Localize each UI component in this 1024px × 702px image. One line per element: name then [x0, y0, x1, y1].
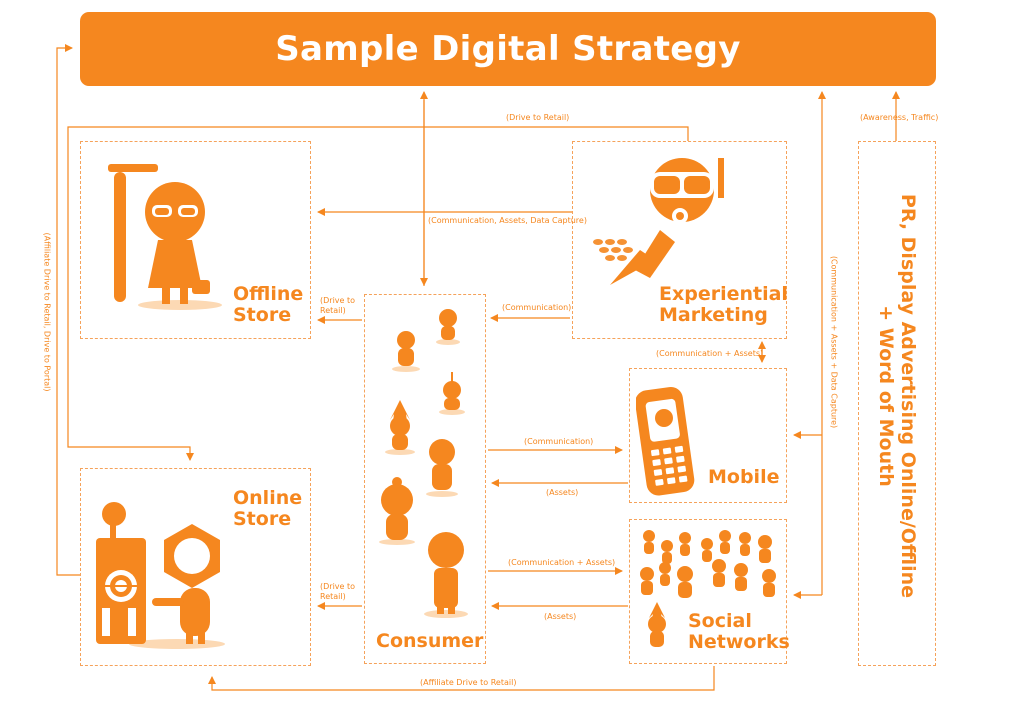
affiliate-left-line: [56, 44, 80, 576]
consumer-label: Consumer: [376, 630, 484, 652]
title-bar: Sample Digital Strategy: [80, 12, 936, 86]
consumer-crowd-icon: [379, 309, 468, 618]
drive-to-retail-top-line: [67, 126, 689, 461]
diver-icon: [593, 158, 724, 285]
online-store-box: [80, 468, 311, 666]
edge-label-affiliate-left: (Affiliate Drive to Retail, Drive to Por…: [42, 232, 52, 392]
mobile-phone-icon: [636, 386, 695, 496]
offline-store-figure-icon: [108, 164, 222, 310]
online-store-label: Online Store: [233, 487, 303, 530]
edge-label-awareness-traffic: (Awareness, Traffic): [860, 113, 939, 122]
edge-label-drive-to-retail-offline: (Drive to Retail): [320, 296, 356, 315]
edge-label-communication-exp: (Communication): [502, 303, 572, 312]
page-title: Sample Digital Strategy: [275, 29, 741, 69]
consumer-box: [364, 294, 486, 664]
experiential-marketing-label: Experiential Marketing: [659, 283, 788, 326]
edge-label-comm-assets-social: (Communication + Assets): [508, 558, 616, 567]
edge-label-affiliate-bottom: (Affiliate Drive to Retail): [420, 678, 517, 687]
pr-label: PR, Display Advertising Online/Offline +…: [875, 193, 919, 599]
edge-label-drive-to-retail-online: (Drive to Retail): [320, 582, 356, 601]
online-store-robot-icon: [96, 502, 225, 649]
edge-label-comm-assets-capture-right: (Communication + Assets + Data Capture): [829, 255, 839, 429]
edge-label-communication-mobile: (Communication): [524, 437, 594, 446]
affiliate-bottom-line: [208, 666, 715, 691]
experiential-marketing-box: [572, 141, 787, 339]
edge-label-assets-social: (Assets): [544, 612, 577, 621]
edge-label-assets-mobile: (Assets): [546, 488, 579, 497]
social-networks-label: Social Networks: [688, 610, 790, 653]
pr-box: [858, 141, 936, 666]
offline-store-label: Offline Store: [233, 283, 304, 326]
social-network-crowd-icon: [640, 530, 776, 647]
mobile-label: Mobile: [708, 466, 780, 488]
edge-label-comm-assets-exp-mobile: (Communication + Assets): [656, 349, 764, 358]
edge-label-drive-to-retail-top: (Drive to Retail): [506, 113, 570, 122]
offline-store-box: [80, 141, 311, 339]
edge-label-comm-assets-capture: (Communication, Assets, Data Capture): [428, 216, 587, 225]
mobile-box: [629, 368, 787, 503]
social-networks-box: [629, 519, 787, 664]
